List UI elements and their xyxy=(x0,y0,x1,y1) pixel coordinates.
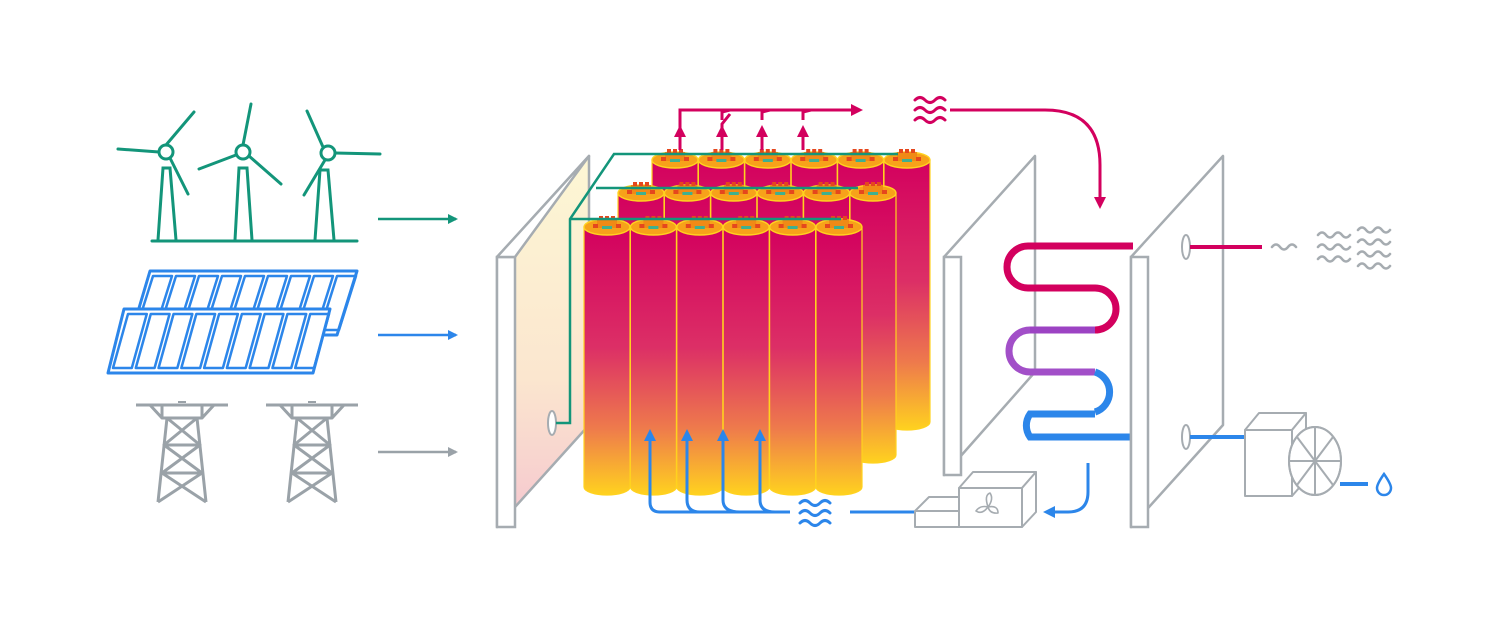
steam-output-icon xyxy=(1270,226,1392,270)
thermal-cell xyxy=(676,216,724,496)
cold-waves-icon xyxy=(798,499,832,527)
thermal-cell xyxy=(815,216,863,496)
right-outlet-plate xyxy=(1129,154,1225,529)
fan-icon xyxy=(975,492,999,514)
solar-cell xyxy=(293,312,331,370)
hot-exhaust-arrows xyxy=(674,104,1106,209)
pylon-crossarm xyxy=(266,403,358,420)
cell-terminal xyxy=(812,182,841,195)
thermal-cell-stack xyxy=(583,149,931,496)
cell-terminal xyxy=(661,149,689,162)
return-flow-arrow xyxy=(1043,463,1090,518)
cell-terminal xyxy=(800,149,829,162)
cold-intake-arrows xyxy=(644,429,915,514)
left-insulation-plate xyxy=(495,154,591,529)
cell-terminal xyxy=(627,182,655,195)
solar-cell xyxy=(111,312,149,370)
pylon-legs xyxy=(156,417,208,503)
solar-panel-icon xyxy=(106,269,359,375)
cell-terminal xyxy=(719,182,748,195)
cell-terminal xyxy=(846,149,875,162)
cell-terminal xyxy=(859,182,887,195)
thermal-cell xyxy=(722,216,770,496)
thermal-cell xyxy=(768,216,817,496)
water-drop-icon xyxy=(1375,471,1393,497)
solar-cell xyxy=(225,312,262,370)
solar-cell xyxy=(271,312,308,370)
heat-exchanger-coil xyxy=(1003,242,1133,441)
cell-terminal xyxy=(753,149,782,162)
solar-cell xyxy=(202,312,240,370)
middle-exchanger-plate xyxy=(942,154,1037,477)
cell-terminal xyxy=(893,149,921,162)
solar-cell xyxy=(248,312,285,370)
pylon-lattice xyxy=(287,416,337,504)
cell-terminal xyxy=(673,182,702,195)
power-pylon-icon xyxy=(136,401,358,504)
cell-terminal xyxy=(707,149,736,162)
power-wiring xyxy=(556,152,898,425)
blower-fan-unit xyxy=(914,471,1037,528)
thermal-cell xyxy=(629,216,678,496)
pylon-legs xyxy=(286,417,338,503)
pylon-crossarm xyxy=(136,403,228,420)
cell-terminal xyxy=(766,182,795,195)
thermal-cell xyxy=(583,216,631,496)
heat-waves-icon xyxy=(913,96,947,124)
solar-cell xyxy=(157,312,194,370)
water-pump-unit xyxy=(1244,412,1342,497)
wind-turbine-icon xyxy=(116,102,382,243)
pylon-lattice xyxy=(157,416,207,504)
solar-cell xyxy=(180,312,217,370)
solar-cell xyxy=(134,312,171,370)
